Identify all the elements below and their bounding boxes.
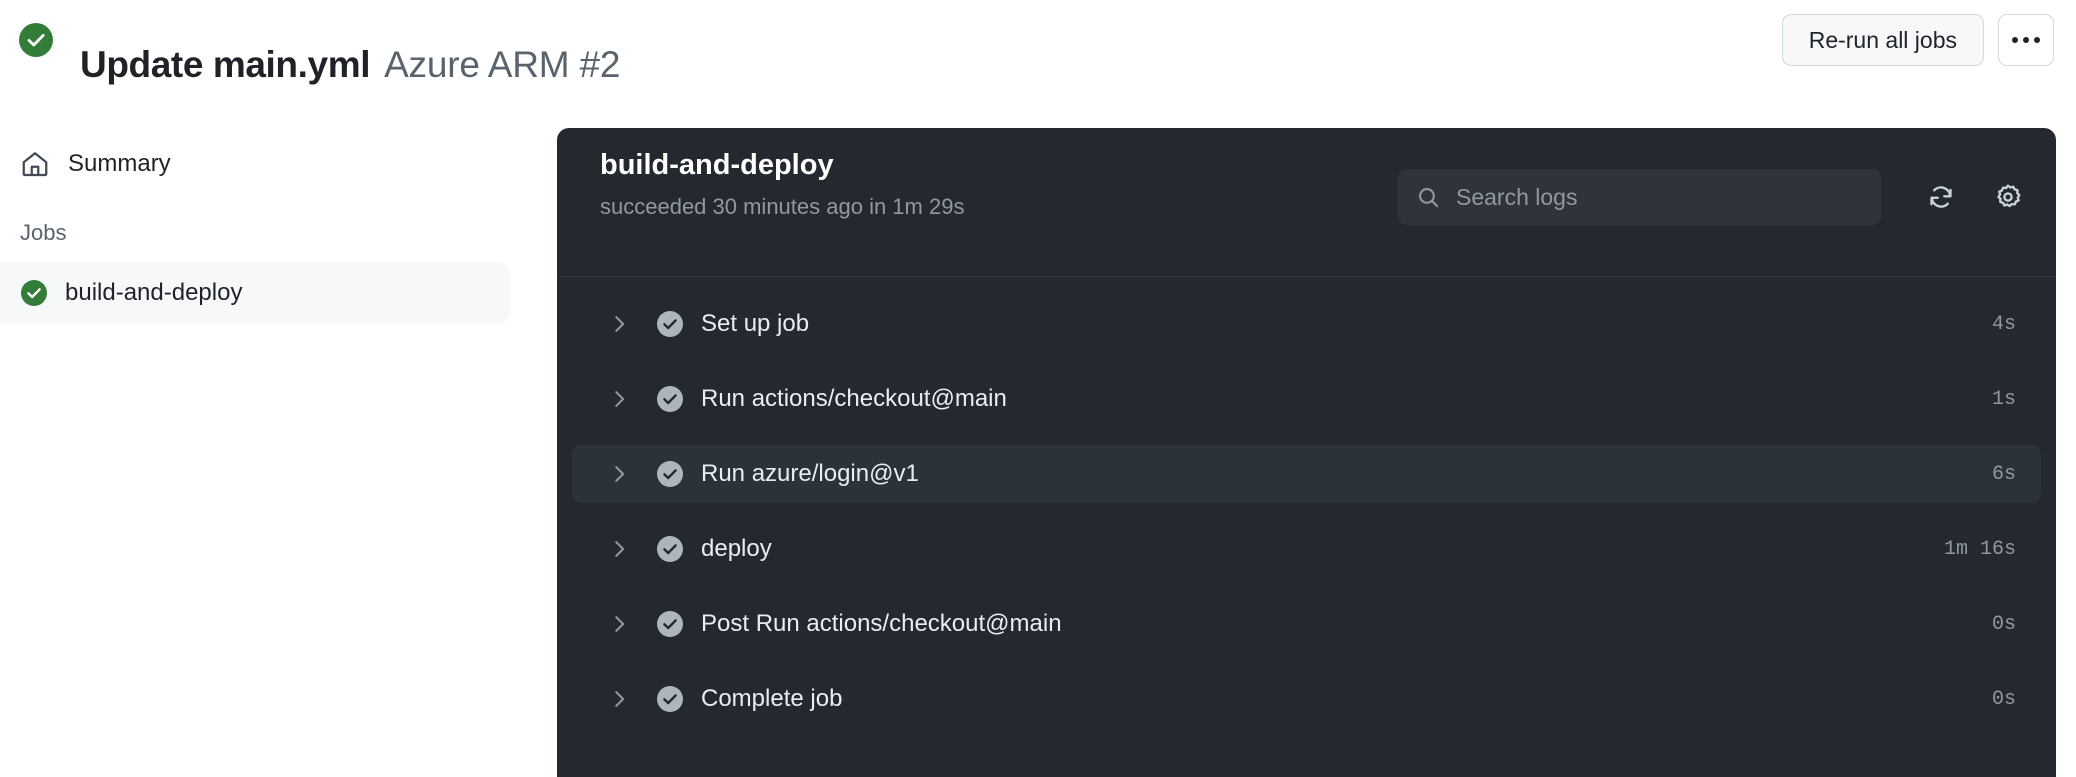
step-row[interactable]: Post Run actions/checkout@main 0s xyxy=(572,595,2041,653)
chevron-right-icon[interactable] xyxy=(608,688,630,710)
check-circle-green-icon xyxy=(20,279,48,307)
step-row[interactable]: Set up job 4s xyxy=(572,295,2041,353)
step-duration: 0s xyxy=(1991,612,2016,636)
job-log-panel-header: build-and-deploy succeeded 30 minutes ag… xyxy=(557,128,2056,277)
search-icon xyxy=(1416,185,1441,210)
step-gap xyxy=(557,353,2056,370)
header-actions: Re-run all jobs xyxy=(1781,14,2054,66)
sidebar-section-jobs-title: Jobs xyxy=(20,220,67,245)
search-logs-input[interactable] xyxy=(1456,183,1863,211)
search-logs-box[interactable] xyxy=(1398,169,1881,225)
step-duration: 0s xyxy=(1991,687,2016,711)
step-name: Run actions/checkout@main xyxy=(701,385,1007,412)
kebab-dot xyxy=(2034,37,2040,43)
step-name: Post Run actions/checkout@main xyxy=(701,610,1062,637)
page-title: Update main.yml Azure ARM #2 xyxy=(80,39,620,91)
page-title-workflow: Azure ARM #2 xyxy=(384,43,621,85)
chevron-right-icon[interactable] xyxy=(608,313,630,335)
job-steps-list: Set up job 4s Run actions/checkout@main … xyxy=(557,278,2056,728)
step-gap xyxy=(557,503,2056,520)
step-duration: 1s xyxy=(1991,387,2016,411)
step-name: Complete job xyxy=(701,685,843,712)
check-circle-gray-icon xyxy=(656,685,684,713)
chevron-right-icon[interactable] xyxy=(608,613,630,635)
steps-top-spacer xyxy=(557,278,2056,295)
step-gap xyxy=(557,653,2056,670)
kebab-dot xyxy=(2023,37,2029,43)
chevron-right-icon[interactable] xyxy=(608,538,630,560)
sidebar-item-summary[interactable]: Summary xyxy=(0,136,510,192)
step-duration: 6s xyxy=(1991,462,2016,486)
job-title: build-and-deploy xyxy=(600,149,834,181)
step-row[interactable]: Run azure/login@v1 6s xyxy=(572,445,2041,503)
step-gap xyxy=(557,578,2056,595)
check-circle-gray-icon xyxy=(656,385,684,413)
step-row[interactable]: Complete job 0s xyxy=(572,670,2041,728)
rerun-all-jobs-button[interactable]: Re-run all jobs xyxy=(1781,14,1984,66)
step-gap xyxy=(557,428,2056,445)
job-log-panel: build-and-deploy succeeded 30 minutes ag… xyxy=(557,128,2056,777)
step-name: Set up job xyxy=(701,310,810,337)
gear-icon[interactable] xyxy=(1987,176,2029,218)
refresh-icon[interactable] xyxy=(1920,176,1962,218)
check-circle-gray-icon xyxy=(656,610,684,638)
sidebar-item-build-and-deploy[interactable]: build-and-deploy xyxy=(0,262,510,324)
check-circle-gray-icon xyxy=(656,310,684,338)
home-icon xyxy=(20,149,50,179)
step-name: Run azure/login@v1 xyxy=(701,460,919,487)
page-title-main: Update main.yml xyxy=(80,43,371,85)
step-row[interactable]: Run actions/checkout@main 1s xyxy=(572,370,2041,428)
kebab-horizontal-icon[interactable] xyxy=(1998,14,2054,66)
sidebar: Summary Jobs build-and-deploy xyxy=(0,94,557,777)
kebab-dot xyxy=(2012,37,2018,43)
check-circle-gray-icon xyxy=(656,460,684,488)
step-name: deploy xyxy=(701,535,772,562)
check-circle-green-icon xyxy=(18,22,54,58)
page-header: Update main.yml Azure ARM #2 Re-run all j… xyxy=(0,0,2076,94)
step-duration: 1m 16s xyxy=(1943,537,2016,561)
step-row[interactable]: deploy 1m 16s xyxy=(572,520,2041,578)
check-circle-gray-icon xyxy=(656,535,684,563)
sidebar-item-build-and-deploy-label: build-and-deploy xyxy=(65,279,243,306)
sidebar-item-summary-label: Summary xyxy=(68,150,171,177)
step-duration: 4s xyxy=(1991,312,2016,336)
chevron-right-icon[interactable] xyxy=(608,463,630,485)
chevron-right-icon[interactable] xyxy=(608,388,630,410)
job-status-text: succeeded 30 minutes ago in 1m 29s xyxy=(600,194,965,219)
